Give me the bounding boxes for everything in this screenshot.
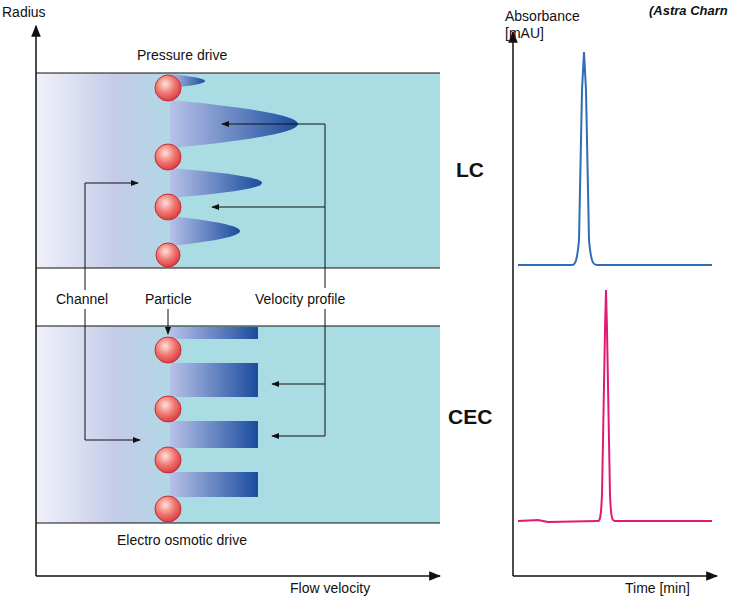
axis — [36, 26, 440, 576]
trace-label: CEC — [448, 405, 492, 429]
part-label: Particle — [142, 291, 195, 308]
axis-title: Radius — [2, 4, 46, 21]
panel-title: Pressure drive — [137, 47, 227, 64]
axis — [513, 32, 717, 576]
packed-channel-panel — [36, 326, 440, 523]
panel-title: Electro osmotic drive — [117, 532, 247, 549]
packed-channel-panel — [36, 73, 440, 268]
lc-peak — [518, 52, 712, 265]
axis-title: Time [min] — [625, 580, 690, 597]
cec-peak — [518, 290, 712, 522]
part-label: Channel — [53, 291, 111, 308]
axis-title: Absorbance [mAU] — [505, 8, 587, 42]
parabolic-profile — [170, 74, 298, 246]
source-note: (Astra Charn — [649, 2, 728, 19]
plug-profile — [170, 327, 258, 497]
leader-line — [85, 124, 325, 440]
part-label: Velocity profile — [252, 291, 348, 308]
axis-title: Flow velocity — [290, 580, 370, 597]
trace-label: LC — [456, 158, 484, 182]
